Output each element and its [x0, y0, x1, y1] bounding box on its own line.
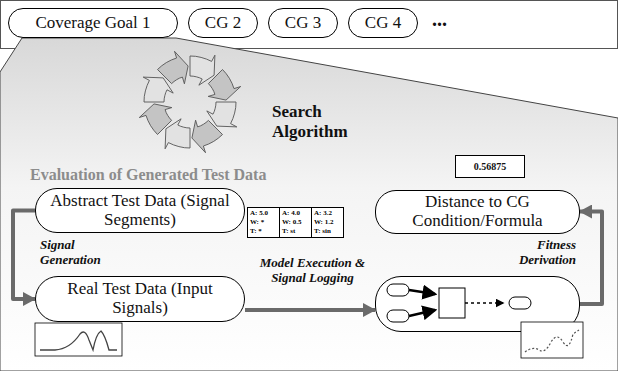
segment-value: W: * — [250, 218, 277, 227]
inport — [387, 310, 409, 322]
model-box — [375, 276, 580, 332]
signal-thumbnail — [35, 323, 122, 356]
output-curve — [525, 330, 579, 352]
segment-value: T: st — [282, 227, 309, 236]
signal-curve — [40, 331, 117, 350]
value-box: 0.56875 — [455, 155, 525, 178]
rounded-box: CG 2 — [188, 8, 258, 38]
rounded-box: Real Test Data (Input Signals) — [35, 276, 245, 322]
node-text: Abstract Test Data (Signal Segments) — [49, 192, 231, 229]
rounded-box: Abstract Test Data (Signal Segments) — [35, 188, 245, 233]
segment-cell: A: 5.0W: *T: * — [247, 207, 280, 238]
segment-value: W: 1.2 — [314, 218, 341, 227]
segment-cell: A: 4.0W: 0.5T: st — [279, 207, 312, 238]
cycle-arrow — [192, 120, 223, 153]
model-illustration — [375, 276, 585, 366]
subsystem-block — [439, 288, 465, 318]
cycle-arrow — [208, 70, 241, 101]
rounded-box: Distance to CG Condition/Formula — [375, 190, 580, 234]
node-text: CG 3 — [285, 14, 321, 33]
cycle-arrow — [139, 104, 172, 135]
outport — [509, 297, 531, 309]
node-text: Real Test Data (Input Signals) — [49, 280, 231, 317]
algorithm-title: Search Algorithm — [272, 102, 372, 141]
edge-label: Fitness Derivation — [480, 238, 576, 268]
edge-label: Signal Generation — [40, 238, 130, 268]
segment-value: A: 5.0 — [250, 209, 277, 218]
edge-label: Model Execution & Signal Logging — [250, 256, 375, 286]
segment-value: W: 0.5 — [282, 218, 309, 227]
segment-cell: A: 3.2W: 1.2T: sin — [311, 207, 344, 238]
ellipsis: ... — [432, 8, 472, 31]
output-thumbnail — [521, 322, 583, 358]
rounded-box: CG 3 — [268, 8, 338, 38]
flow-arrow — [245, 308, 375, 312]
segment-value: T: * — [250, 227, 277, 236]
wire — [409, 310, 435, 316]
search-cycle-icon — [139, 51, 240, 152]
node-text: Distance to CG Condition/Formula — [389, 193, 566, 230]
wire — [465, 302, 503, 304]
segment-value: A: 4.0 — [282, 209, 309, 218]
node-text: 0.56875 — [474, 161, 507, 172]
rounded-box: CG 4 — [348, 8, 418, 38]
node-text: CG 4 — [365, 14, 401, 33]
node-text: Coverage Goal 1 — [35, 14, 150, 33]
inport — [387, 284, 409, 296]
flow-arrow — [580, 212, 602, 305]
node-text: CG 2 — [205, 14, 241, 33]
zoom-panel — [0, 38, 618, 371]
section-title: Evaluation of Generated Test Data — [30, 166, 330, 184]
cycle-arrow — [158, 51, 189, 84]
wire — [409, 290, 435, 294]
segment-value: A: 3.2 — [314, 209, 341, 218]
rounded-box: Coverage Goal 1 — [8, 8, 178, 38]
segment-value: T: sin — [314, 227, 341, 236]
flow-arrow — [13, 211, 35, 300]
